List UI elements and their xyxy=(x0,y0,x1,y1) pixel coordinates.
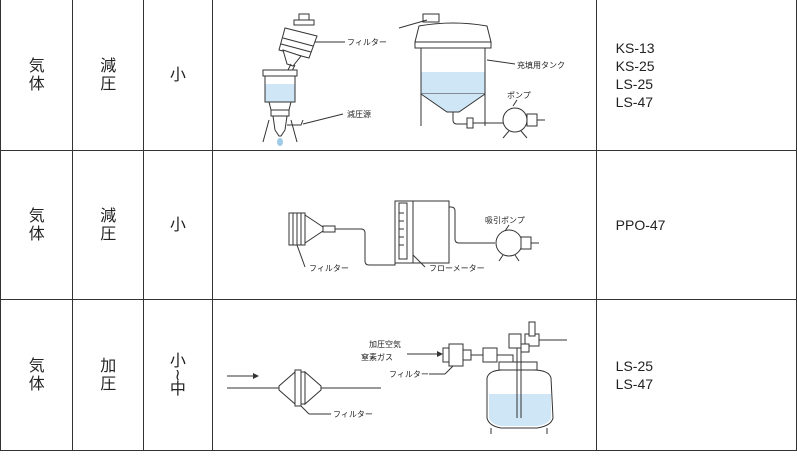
filter-list-cell: LS-25 LS-47 xyxy=(595,299,797,451)
pressure-char: 圧 xyxy=(100,74,117,93)
table-row: 気 体 減 圧 小 xyxy=(0,150,797,300)
filter-model: LS-25 xyxy=(615,358,654,374)
suction-pump xyxy=(495,229,539,262)
size-char: 小 xyxy=(169,215,186,234)
label-suction-pump: 吸引ポンプ xyxy=(485,216,525,225)
pump xyxy=(502,107,545,139)
pressure-cell: 加 圧 xyxy=(72,299,145,451)
diagram-cell: フィルター 加圧空気 窒素ガス フィルター xyxy=(211,299,597,451)
medium-char: 体 xyxy=(28,224,45,243)
diagram-cell: フィルター 減圧源 xyxy=(211,0,597,151)
label-filter-large: フィルター xyxy=(333,410,373,419)
pressure-char: 減 xyxy=(100,206,117,225)
label-filter: フィルター xyxy=(347,38,387,47)
medium-char: 体 xyxy=(28,374,45,393)
label-pump: ポンプ xyxy=(507,91,531,100)
medium-char: 気 xyxy=(28,356,45,375)
filter-model: KS-25 xyxy=(615,58,655,74)
filter-application-table: 気 体 減 圧 小 xyxy=(0,0,797,451)
label-filter-small: フィルター xyxy=(389,370,429,379)
air-sampling-diagram: フィルター フローメーター xyxy=(288,200,539,273)
flowmeter xyxy=(394,200,450,264)
size-cell: 小 xyxy=(143,150,213,300)
filter-list-cell: PPO-47 xyxy=(595,150,797,300)
label-gas-line2: 窒素ガス xyxy=(361,352,393,362)
size-cell: 小 xyxy=(143,0,213,151)
inline-filter-small xyxy=(442,343,483,367)
label-filter: フィルター xyxy=(309,264,349,273)
filter-model: LS-25 xyxy=(615,76,654,92)
size-char: ~ xyxy=(168,368,188,382)
medium-cell: 気 体 xyxy=(0,0,74,151)
medium-cell: 気 体 xyxy=(0,150,74,300)
label-gas-line1: 加圧空気 xyxy=(369,339,401,349)
vacuum-filling-diagram: フィルター 減圧源 xyxy=(262,13,565,146)
reservoir xyxy=(262,69,304,146)
filter-model: LS-47 xyxy=(615,94,654,110)
medium-char: 気 xyxy=(28,56,45,75)
pressure-char: 減 xyxy=(100,56,117,75)
pressure-cell: 減 圧 xyxy=(72,150,145,300)
pressure-cell: 減 圧 xyxy=(72,0,145,151)
filter-holder xyxy=(288,212,336,246)
medium-char: 体 xyxy=(28,74,45,93)
size-char: 中 xyxy=(169,379,186,398)
medium-cell: 気 体 xyxy=(0,299,74,451)
filter-model: LS-47 xyxy=(615,376,654,392)
label-flowmeter: フローメーター xyxy=(429,264,485,273)
pressure-char: 圧 xyxy=(100,224,117,243)
table-row: 気 体 加 圧 小 ~ 中 xyxy=(0,299,797,451)
inline-filter-large xyxy=(278,369,381,407)
filter-model: PPO-47 xyxy=(615,217,666,233)
label-filling-tank: 充填用タンク xyxy=(517,60,565,70)
pressure-char: 圧 xyxy=(100,374,117,393)
filling-tank xyxy=(398,13,503,129)
label-vacuum-source: 減圧源 xyxy=(347,109,371,119)
filter-model: KS-13 xyxy=(615,40,655,56)
table-row: 気 体 減 圧 小 xyxy=(0,0,797,151)
size-cell: 小 ~ 中 xyxy=(143,299,213,451)
size-char: 小 xyxy=(169,351,186,370)
pressure-tank xyxy=(482,321,567,434)
medium-char: 気 xyxy=(28,206,45,225)
filter-list-cell: KS-13 KS-25 LS-25 LS-47 xyxy=(595,0,797,151)
pressurized-filling-diagram: フィルター 加圧空気 窒素ガス フィルター xyxy=(226,321,567,434)
size-char: 小 xyxy=(169,65,186,84)
filter-unit xyxy=(278,13,318,74)
diagram-cell: フィルター フローメーター xyxy=(211,150,597,300)
pressure-char: 加 xyxy=(100,356,117,375)
